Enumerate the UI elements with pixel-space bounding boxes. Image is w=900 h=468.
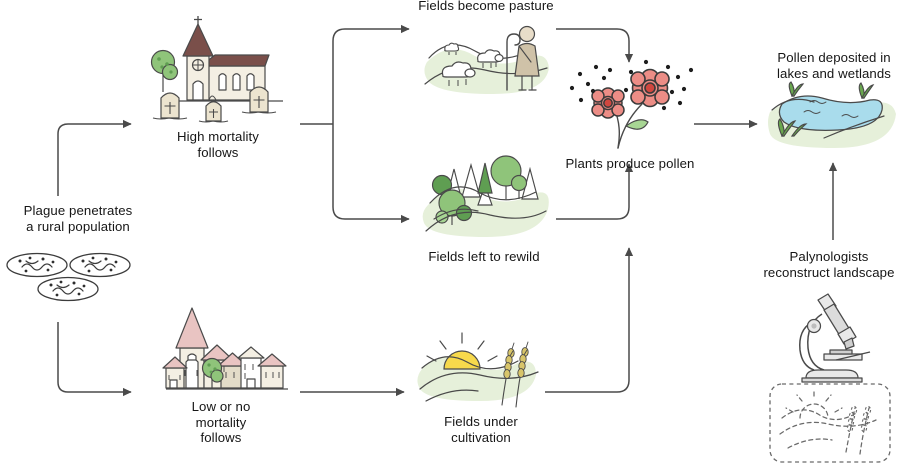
sun-wheat-field-icon bbox=[416, 325, 540, 410]
shepherd-sheep-pasture-icon bbox=[423, 18, 551, 96]
connector-source-to-high-mortality bbox=[57, 119, 132, 196]
connector-rewild-to-pollen bbox=[556, 163, 634, 220]
label-low-mortality: Low or no mortality follows bbox=[191, 399, 251, 445]
connector-split-to-rewild bbox=[332, 124, 410, 224]
church-graveyard-icon bbox=[143, 16, 293, 124]
label-plants-pollen: Plants produce pollen bbox=[565, 156, 695, 171]
microscope-reconstruction-icon bbox=[766, 292, 894, 464]
village-icon bbox=[162, 300, 288, 395]
connector-split-to-pasture bbox=[332, 24, 410, 124]
label-fields-pasture: Fields become pasture bbox=[418, 0, 554, 13]
rewilded-trees-icon bbox=[418, 147, 550, 243]
label-pollen-deposited: Pollen deposited in lakes and wetlands bbox=[777, 50, 891, 81]
label-fields-rewild: Fields left to rewild bbox=[428, 249, 540, 264]
label-high-mortality: High mortality follows bbox=[176, 129, 259, 160]
label-plague-source: Plague penetrates a rural population bbox=[23, 203, 133, 234]
label-fields-cultivation: Fields under cultivation bbox=[444, 414, 518, 445]
connector-source-to-low-mortality bbox=[57, 322, 132, 397]
connector-cultivation-to-pollen bbox=[545, 247, 634, 393]
plague-bacteria-icon bbox=[6, 248, 131, 308]
label-palynologists: Palynologists reconstruct landscape bbox=[763, 249, 895, 280]
flowers-pollen-icon bbox=[560, 58, 700, 152]
lake-wetland-icon bbox=[768, 81, 898, 148]
